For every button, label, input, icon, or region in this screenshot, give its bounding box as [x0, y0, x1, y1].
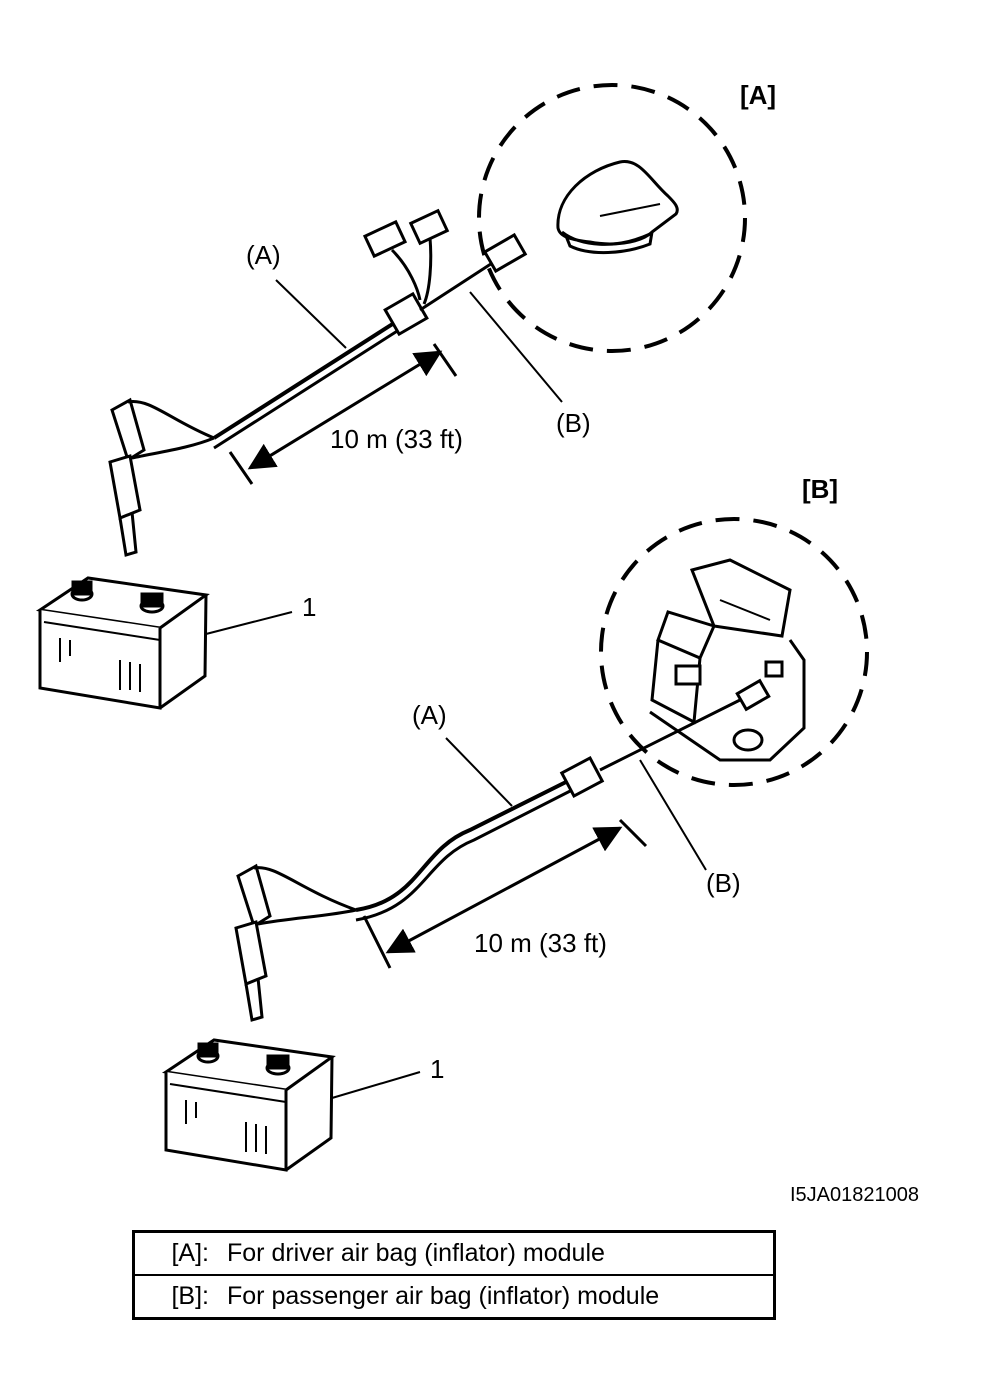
- detail-circle-a: [477, 83, 747, 353]
- figure-id: I5JA01821008: [790, 1184, 920, 1206]
- diagram-a: [35, 83, 747, 710]
- battery-a-icon: [35, 576, 210, 710]
- lead-b-wire-a: [419, 256, 501, 312]
- legend-row: [B]: For passenger air bag (inflator) mo…: [135, 1274, 773, 1317]
- battery-label-b: 1: [430, 1054, 445, 1084]
- battery-clips-a-icon: [108, 397, 215, 557]
- wire-a-label-a: (A): [246, 240, 281, 270]
- lead-b-wire-b: [599, 698, 741, 772]
- wire-a-main: [212, 316, 404, 440]
- battery-label-a: 1: [302, 592, 317, 622]
- length-label-b: 10 m (33 ft): [474, 928, 607, 958]
- wire-a-label-b: (A): [412, 700, 447, 730]
- length-label-a: 10 m (33 ft): [330, 424, 463, 454]
- section-b-label: [B]: [802, 474, 839, 504]
- passenger-airbag-module-icon: [649, 558, 806, 762]
- section-a-label: [A]: [740, 80, 777, 110]
- legend-key: [B]:: [171, 1282, 209, 1310]
- legend-key: [A]:: [171, 1239, 209, 1267]
- battery-b-icon: [161, 1038, 336, 1172]
- detail-circle-b: [599, 517, 869, 787]
- connector-a: [383, 291, 429, 337]
- lead-b-label-b: (B): [706, 868, 741, 898]
- legend-text: For passenger air bag (inflator) module: [227, 1282, 660, 1310]
- legend-table: [A]: For driver air bag (inflator) modul…: [132, 1230, 776, 1320]
- lead-b-label-a: (B): [556, 408, 591, 438]
- driver-airbag-module-icon: [556, 160, 679, 254]
- legend-text: For driver air bag (inflator) module: [227, 1239, 605, 1267]
- legend-row: [A]: For driver air bag (inflator) modul…: [135, 1233, 773, 1274]
- connector-b: [559, 755, 605, 799]
- battery-clips-b-icon: [234, 863, 357, 1022]
- diagram-b: [161, 517, 869, 1172]
